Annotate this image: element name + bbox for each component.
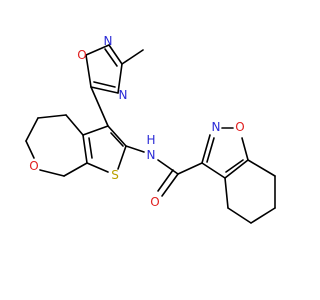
molecule-structure: N O N O S H N O N O — [25, 34, 276, 224]
bond-isx-c3-n-double — [206, 137, 215, 163]
bond-isx-c7a-c3a-double — [225, 159, 244, 173]
atom-n-oxadiazole-top: N — [104, 34, 113, 48]
bond-isx-o-c7a — [241, 137, 249, 161]
atom-n-oxadiazole-right: N — [119, 88, 128, 102]
bond-th-c7a-c3a-double — [88, 137, 93, 159]
bond-th-c2-s — [117, 145, 127, 170]
atom-o-oxadiazole: O — [77, 48, 86, 62]
bond-th-c3-c2-double — [110, 132, 124, 147]
bond-isx-c7a-c3a — [224, 159, 249, 179]
bond-th-c3a-c3 — [82, 125, 109, 136]
atom-n-amide: N — [147, 148, 156, 162]
bond-py-c5-c6 — [25, 117, 39, 142]
bond-oxd-n2-o1 — [85, 44, 110, 56]
bond-co-o-double — [157, 169, 174, 192]
bond-isx-c3-n — [201, 134, 211, 164]
bond-co-o — [161, 173, 179, 197]
bonds — [25, 44, 276, 224]
bond-nh-co — [157, 159, 179, 175]
bond-methyl — [121, 49, 144, 65]
molecule-canvas: N O N O S H N O N O — [25, 34, 276, 224]
bond-py-c4-c5 — [37, 114, 67, 119]
bond-py-c3a-c4 — [65, 114, 84, 136]
bond-th-s-c7a — [86, 162, 109, 173]
bond-th-c3-c2 — [107, 125, 127, 147]
bond-cy-c6-c5 — [250, 207, 276, 224]
bond-oxd-c5-n4-double — [93, 81, 116, 88]
bond-cy-c5-c4 — [227, 207, 252, 224]
bond-cy-c4-c3a — [224, 177, 229, 209]
atom-h-amide: H — [146, 133, 155, 147]
bond-th-c7a-c3a — [82, 134, 88, 164]
bond-isx-c3a-c3 — [201, 162, 226, 179]
bond-py-c6-o — [25, 140, 35, 159]
atom-o-carbonyl: O — [150, 195, 159, 209]
bond-oxd-c3-n2-double — [104, 48, 118, 67]
bond-oxd-o1-c5 — [85, 54, 92, 88]
bond-cy-c7a-c7 — [247, 159, 276, 177]
bond-py-c8-c7a — [63, 162, 88, 177]
bond-py-o-c8 — [39, 169, 65, 177]
bond-oxd-c5-n4 — [90, 86, 119, 94]
bond-oxd-thiophene — [90, 86, 109, 127]
bond-oxd-n4-c3 — [117, 63, 123, 94]
bond-co-isoxazole — [177, 162, 203, 175]
bond-oxd-c3-n2 — [108, 44, 123, 65]
bond-c2-nh — [125, 145, 145, 153]
atom-s-thiophene: S — [111, 168, 119, 182]
atom-o-isoxazole: O — [235, 120, 244, 134]
atom-o-pyran: O — [29, 159, 38, 173]
atom-labels: N O N O S H N O N O — [29, 34, 244, 209]
atom-n-isoxazole: N — [212, 120, 221, 134]
